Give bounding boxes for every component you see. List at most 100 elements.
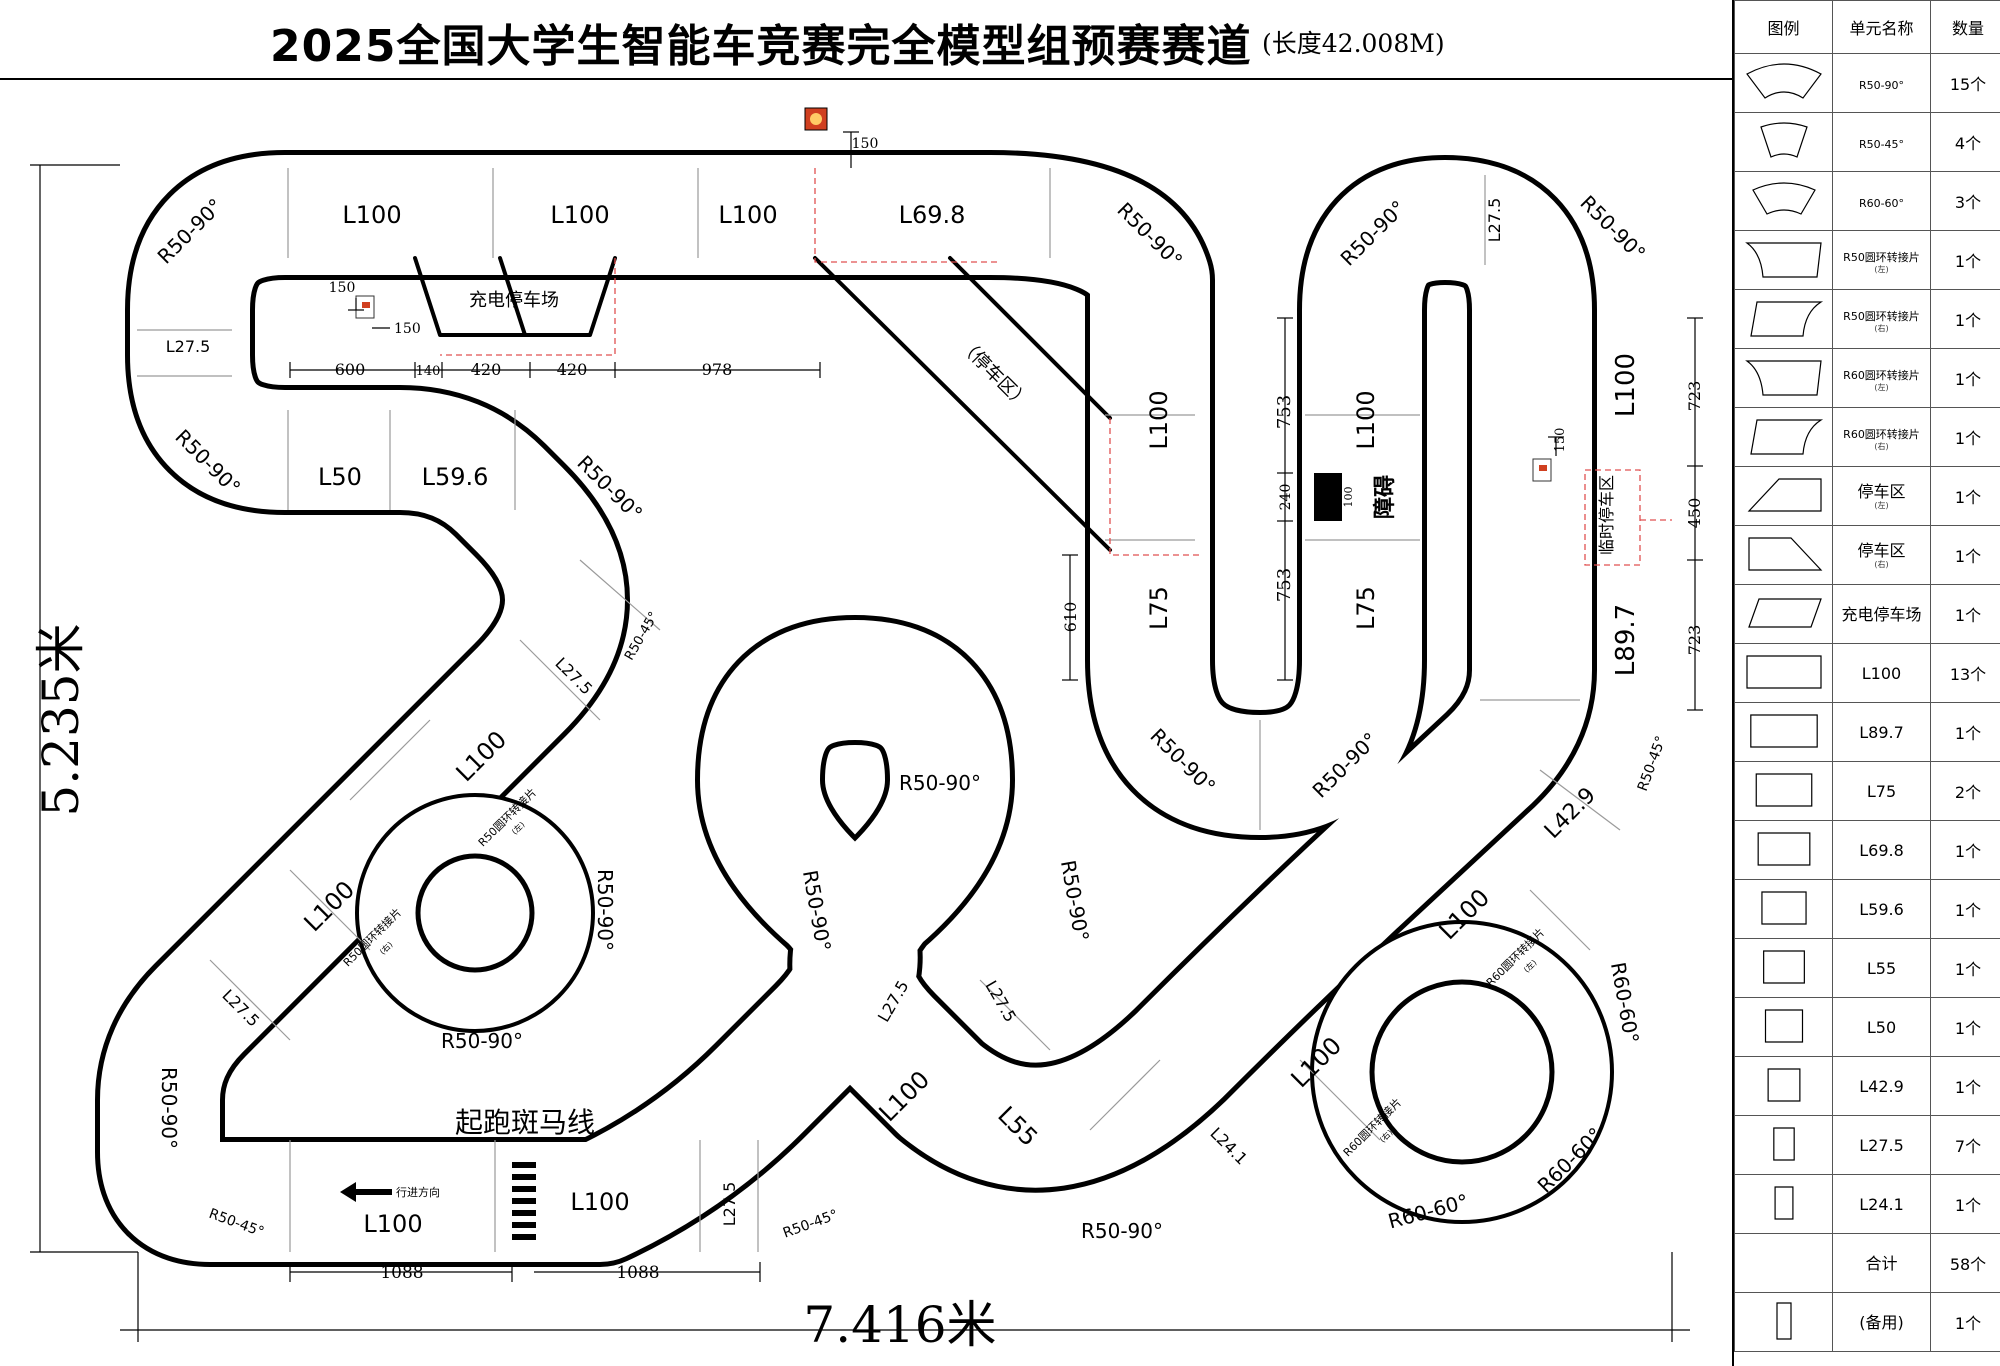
legend-arc-60-icon — [1751, 182, 1816, 215]
dim-label: 140 — [416, 364, 441, 379]
dim-label: 240 — [1278, 484, 1294, 511]
page-title: 2025全国大学生智能车竞赛完全模型组预赛赛道 — [270, 21, 1252, 72]
legend-header-qty: 数量 — [1930, 0, 2000, 54]
legend-row: 合计 58个 — [1734, 1233, 2000, 1293]
legend-qty: 1个 — [1930, 879, 2000, 939]
legend-qty: 1个 — [1930, 702, 2000, 762]
legend-name: 合计 — [1865, 1253, 1898, 1273]
header: 2025全国大学生智能车竞赛完全模型组预赛赛道 (长度42.008M) — [0, 0, 1732, 80]
legend-icon-cell — [1734, 702, 1833, 762]
legend-icon-cell — [1734, 407, 1833, 467]
legend-name-cell: L55 — [1832, 938, 1931, 998]
segment-label: L100 — [550, 201, 609, 229]
legend-name-cell: L42.9 — [1832, 1056, 1931, 1116]
legend-row: R50-90°15个 — [1734, 53, 2000, 113]
segment-label: L27.5 — [166, 337, 211, 356]
legend-row: R60圆环转接片(右)1个 — [1734, 407, 2000, 467]
legend-shape — [1749, 301, 1823, 337]
legend-name: L50 — [1866, 1017, 1897, 1037]
legend-icon-cell — [1734, 1174, 1833, 1234]
legend-icon-cell — [1734, 171, 1833, 231]
legend-name: R50圆环转接片 — [1843, 310, 1920, 323]
ring-right-inner — [1369, 979, 1555, 1165]
segment-label: R50-90° — [1081, 1219, 1163, 1243]
legend-shape — [1757, 832, 1810, 866]
segment-label: L100 — [570, 1188, 629, 1216]
legend-qty: 58个 — [1930, 1233, 2000, 1293]
legend-name: R60圆环转接片 — [1843, 369, 1920, 382]
temp-parking-label: 临时停车区 — [1597, 475, 1616, 555]
legend-qty: 1个 — [1930, 348, 2000, 408]
legend-name: L27.5 — [1859, 1135, 1904, 1155]
width-dimension: 7.416米 — [803, 1296, 996, 1354]
legend-name: L100 — [1861, 663, 1902, 683]
legend-rect-icon — [1760, 891, 1807, 925]
legend-icon-cell — [1734, 466, 1833, 526]
legend-shape — [1775, 1302, 1792, 1340]
legend-name: L59.6 — [1859, 899, 1904, 919]
legend-shape — [1749, 714, 1818, 748]
legend-qty: 1个 — [1930, 1174, 2000, 1234]
legend-qty: 3个 — [1930, 171, 2000, 231]
legend-icon-cell — [1734, 289, 1833, 349]
segment-label: R50-90° — [157, 1067, 181, 1149]
legend-name-cell: L69.8 — [1832, 820, 1931, 880]
segment-label: R50-45° — [1635, 734, 1670, 793]
segment-label: L50 — [318, 463, 362, 491]
charging-bays — [413, 256, 617, 337]
legend-rect-icon — [1749, 714, 1818, 748]
segment-label: L100 — [363, 1210, 422, 1238]
segment-label: R50-90° — [899, 771, 981, 795]
segment-label: L75 — [1145, 586, 1173, 630]
obstacle-label: 障碍 — [1372, 475, 1398, 519]
legend-name-sub: (左) — [1874, 501, 1889, 510]
segment-separators — [137, 168, 1621, 1252]
dim-label: 753 — [1274, 568, 1295, 602]
legend-name-cell: L24.1 — [1832, 1174, 1931, 1234]
legend-qty: 13个 — [1930, 643, 2000, 703]
charging-parking-label: 充电停车场 — [469, 290, 559, 311]
legend-row: R60圆环转接片(左) 1个 — [1734, 348, 2000, 408]
legend-arc-45-icon — [1759, 122, 1808, 158]
red-flag-icon — [355, 295, 375, 319]
segment-label: R60-60° — [1606, 960, 1644, 1045]
legend-icon-cell — [1734, 1233, 1833, 1293]
legend-row: 停车区(右)1个 — [1734, 525, 2000, 585]
legend-name-cell: L100 — [1832, 643, 1931, 703]
legend-qty: 15个 — [1930, 53, 2000, 113]
parking-diagonal-2 — [948, 256, 1112, 420]
legend-name: L42.9 — [1859, 1076, 1904, 1096]
legend-qty: 2个 — [1930, 761, 2000, 821]
segment-label: L27.5 — [981, 977, 1020, 1025]
dim-label: 150 — [394, 321, 421, 337]
legend-name: (备用) — [1859, 1312, 1904, 1332]
legend-name: R60-60° — [1858, 196, 1905, 210]
legend-name-cell: L27.5 — [1832, 1115, 1931, 1175]
flame-marker-icon — [804, 107, 828, 131]
dim-label: 450 — [1685, 498, 1704, 529]
dim-label: 723 — [1685, 625, 1704, 656]
left-arrow-icon — [340, 1182, 392, 1202]
legend-name-sub: (左) — [1874, 383, 1889, 392]
segment-label: R50-90° — [441, 1029, 523, 1053]
legend-qty: 4个 — [1930, 112, 2000, 172]
red-flag-icon — [1532, 458, 1552, 482]
dim-label: 150 — [852, 136, 879, 152]
legend-qty: 1个 — [1930, 230, 2000, 290]
legend-icon-cell — [1734, 348, 1833, 408]
legend-icon-cell — [1734, 230, 1833, 290]
legend-charging-icon — [1747, 598, 1822, 628]
parking-diagonal — [813, 256, 1112, 552]
legend-shape — [1747, 537, 1822, 571]
legend-name: R50圆环转接片 — [1843, 251, 1920, 264]
legend-row: 停车区(左)1个 — [1734, 466, 2000, 526]
legend-parking-r-icon — [1747, 537, 1822, 571]
legend-rect-icon — [1767, 1068, 1800, 1102]
